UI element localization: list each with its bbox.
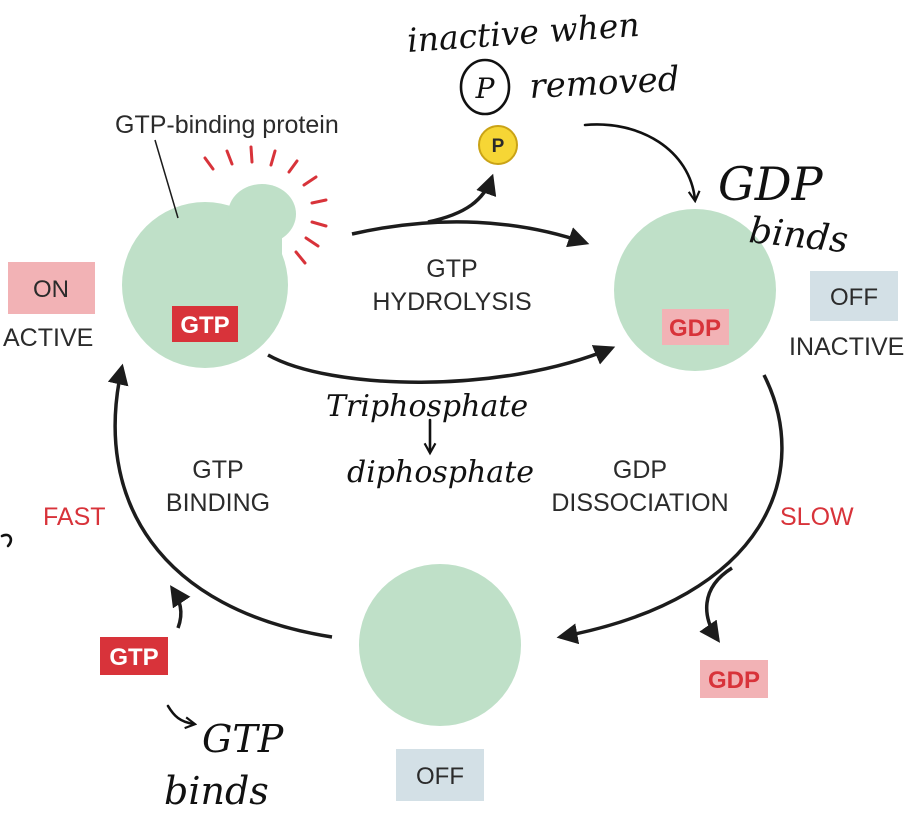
gtp-tag-bound: GTP (180, 312, 229, 339)
slow-label: SLOW (780, 503, 854, 531)
dissociation-line2: DISSOCIATION (551, 489, 728, 517)
protein-label-leader (154, 139, 179, 219)
binding-line2: BINDING (166, 489, 270, 517)
off-tag-right: OFF (830, 284, 878, 311)
on-tag: ON (33, 276, 69, 303)
note-p-circle (459, 58, 511, 116)
note-triphosphate: Triphosphate (326, 389, 528, 424)
off-tag-bottom: OFF (416, 763, 464, 790)
phosphate-circle (478, 125, 518, 165)
hydrolysis-arrow (351, 220, 590, 248)
note-p: P (475, 72, 496, 105)
gtp-entry-arrow (170, 585, 191, 629)
note-arrow-top (583, 123, 695, 200)
inactive-protein (614, 209, 776, 371)
note-gtp: GTP (202, 717, 285, 761)
phosphate-label: P (492, 136, 505, 157)
note-gtp-binds: binds (164, 769, 269, 813)
phosphate-release-arrow (427, 173, 497, 224)
off-tag-right-box (810, 271, 898, 321)
active-label: ACTIVE (3, 324, 93, 352)
inactive-label: INACTIVE (789, 333, 904, 361)
note-arrow-bottom (166, 704, 194, 724)
fast-label: FAST (43, 503, 106, 531)
gdp-tag-bound-box (662, 309, 729, 345)
off-tag-bottom-box (396, 749, 484, 801)
gtp-tag-free: GTP (109, 644, 158, 671)
gtp-tag-bound-box (172, 306, 238, 342)
stray-mark (0, 533, 13, 548)
on-tag-box (8, 262, 95, 314)
dissociation-line1: GDP (613, 456, 667, 484)
note-gdp: GDP (718, 157, 824, 211)
gdp-tag-free-box (700, 660, 768, 698)
dissociation-arc (556, 374, 784, 645)
hand-arrow-lower (267, 345, 616, 384)
hydrolysis-line1: GTP (426, 255, 477, 283)
protein-label: GTP-binding protein (115, 111, 339, 139)
gtp-tag-free-box (100, 637, 168, 675)
active-protein (122, 184, 296, 368)
note-diphosphate: diphosphate (347, 455, 534, 490)
hydrolysis-line2: HYDROLYSIS (372, 288, 531, 316)
note-removed: removed (528, 59, 680, 107)
binding-line1: GTP (192, 456, 243, 484)
activity-rays (203, 145, 328, 265)
empty-protein (359, 564, 521, 726)
gdp-release-arrow (699, 566, 733, 643)
binding-arc (107, 363, 333, 639)
note-inactive-when: inactive when (406, 5, 641, 60)
gdp-tag-free: GDP (708, 667, 760, 694)
gdp-tag-bound: GDP (669, 315, 721, 342)
